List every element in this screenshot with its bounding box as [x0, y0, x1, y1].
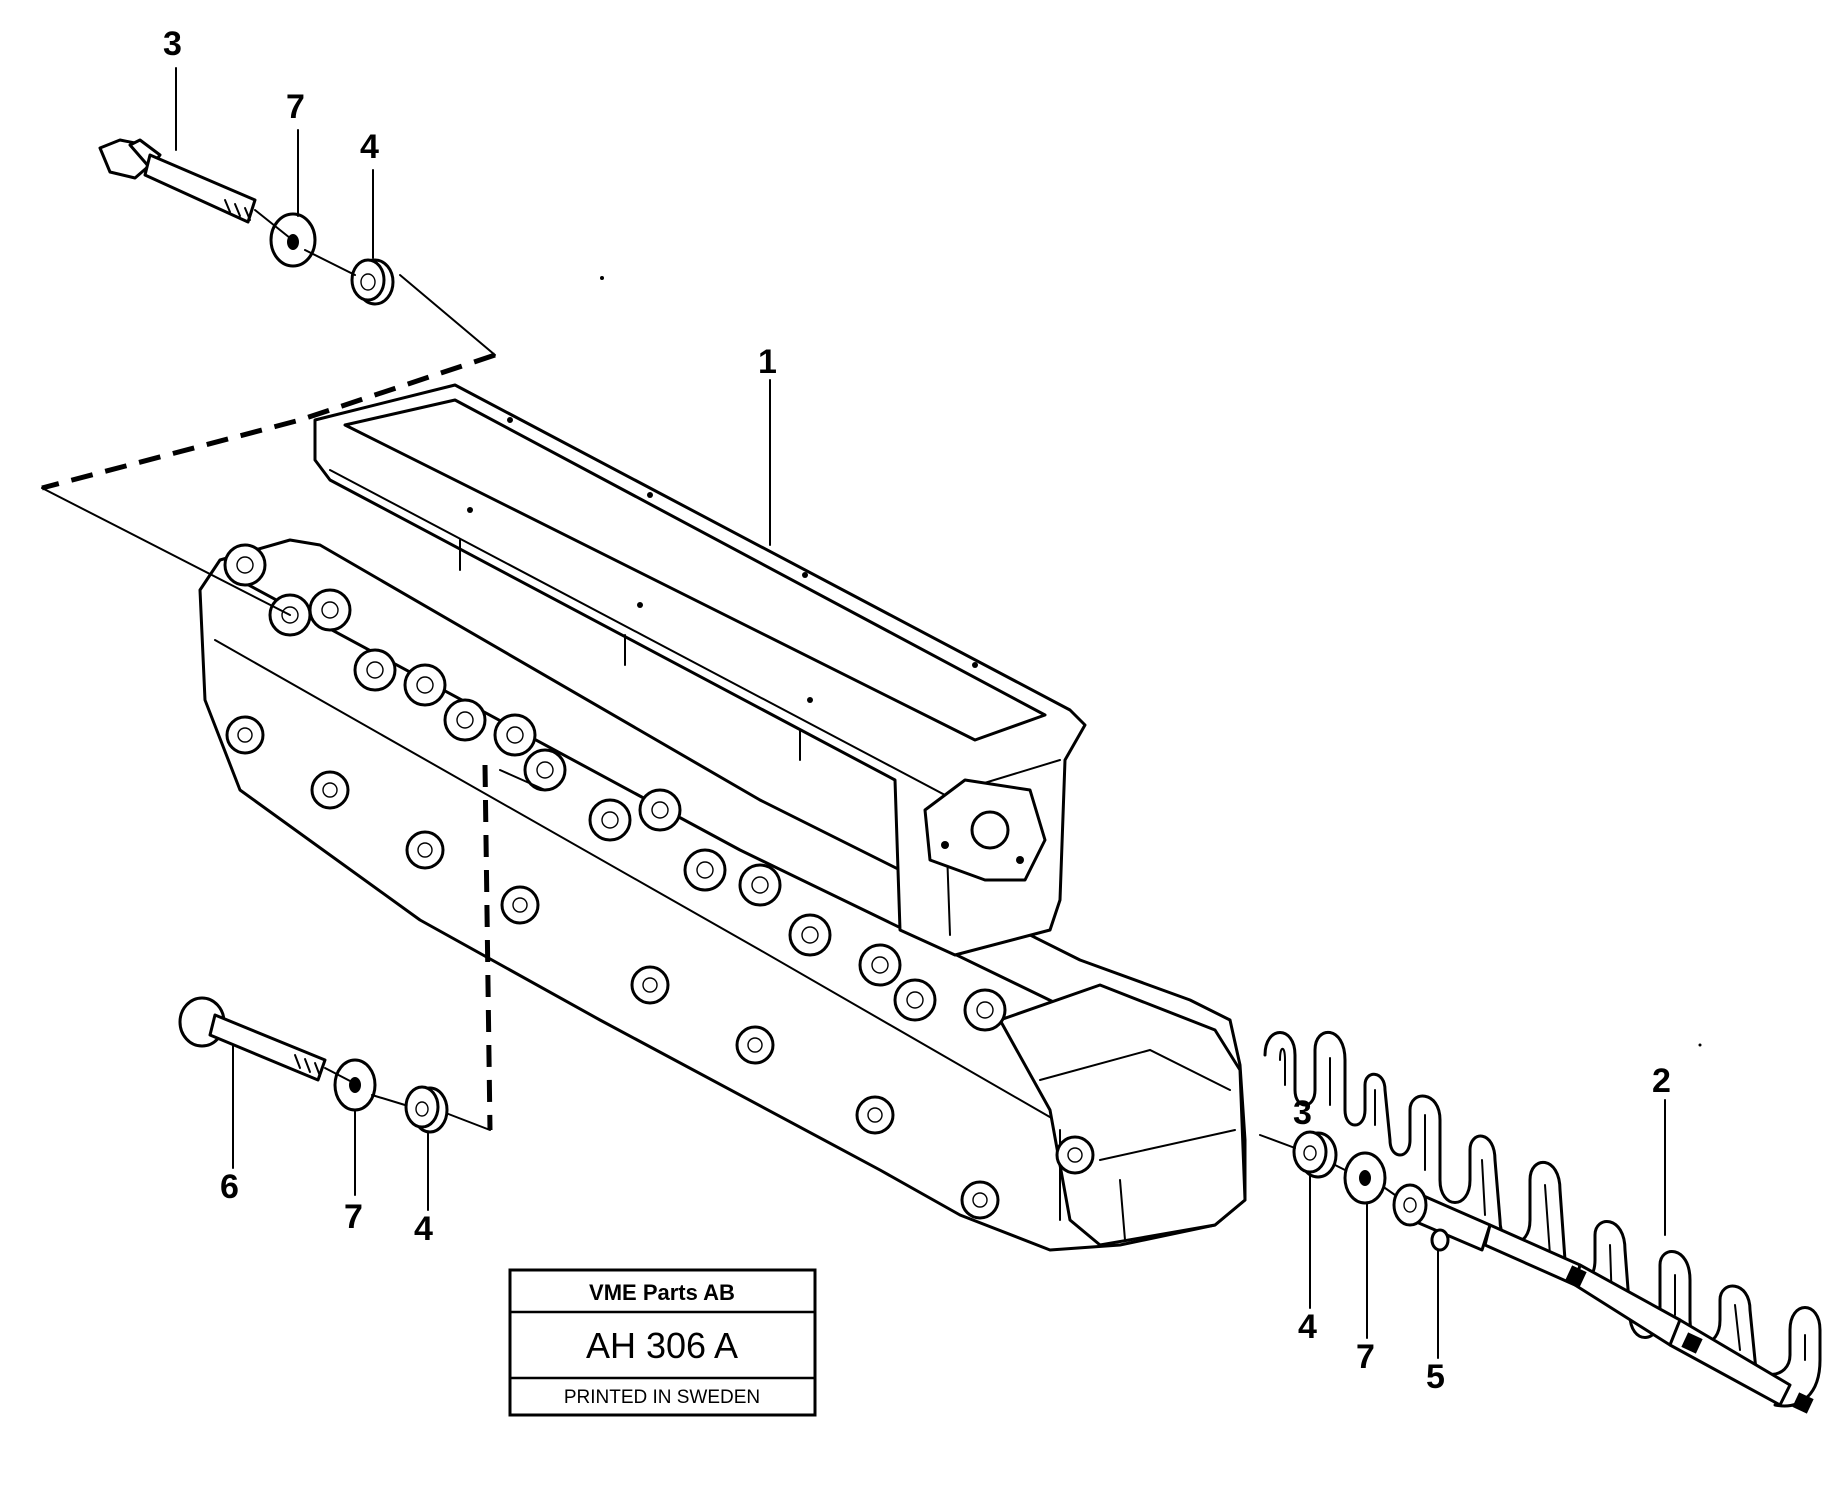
heater-element-part-2	[1263, 1031, 1822, 1414]
fastener-group-right	[1259, 1130, 1492, 1252]
sleeve-part-5	[1392, 1183, 1492, 1252]
callout-4-right: 4	[1298, 1308, 1317, 1346]
callout-7-right: 7	[1356, 1338, 1375, 1376]
title-block: VME Parts AB AH 306 A PRINTED IN SWEDEN	[508, 1268, 817, 1417]
washer-part-7-top	[269, 212, 317, 268]
title-block-printed-in: PRINTED IN SWEDEN	[564, 1387, 760, 1408]
title-block-company: VME Parts AB	[589, 1280, 735, 1305]
bolt-part-3	[98, 138, 257, 224]
callout-7-left: 7	[344, 1198, 363, 1236]
washer-part-7-left	[333, 1058, 377, 1112]
manifold-plenum	[313, 383, 1087, 957]
callout-labels: 3 7 4 1 6 7 4 3 4 7 5 2	[163, 25, 1671, 1396]
callout-5: 5	[1426, 1358, 1445, 1396]
callout-2: 2	[1652, 1062, 1671, 1100]
intake-manifold	[198, 383, 1247, 1252]
bolt-part-6	[178, 996, 327, 1082]
callout-6: 6	[220, 1168, 239, 1206]
callout-7-top: 7	[286, 88, 305, 126]
title-block-drawing-number: AH 306 A	[586, 1325, 738, 1366]
spacer-part-4-left	[404, 1085, 449, 1134]
leader-lines	[175, 67, 1666, 1359]
assembly-line-bottom	[482, 764, 493, 1131]
callout-3-right: 3	[1293, 1094, 1312, 1132]
callout-3-top: 3	[163, 25, 182, 63]
manifold-bolt-holes-lower	[225, 715, 1095, 1220]
callout-1: 1	[758, 343, 777, 381]
callout-4-top: 4	[360, 128, 379, 166]
fastener-group-bottom	[178, 996, 449, 1134]
spacer-part-4-right	[1292, 1130, 1338, 1179]
fastener-group-top	[98, 138, 395, 306]
callout-4-left: 4	[414, 1210, 433, 1248]
spacer-part-4-top	[350, 258, 395, 306]
manifold-bolt-holes-upper	[223, 543, 1007, 1032]
washer-part-7-right	[1343, 1151, 1387, 1205]
